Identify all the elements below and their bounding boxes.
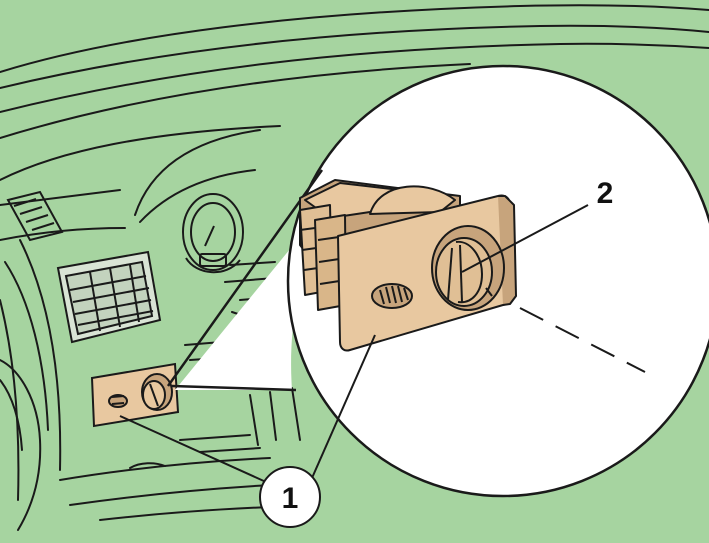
air-vent <box>56 250 162 344</box>
callout-1-label: 1 <box>282 482 299 515</box>
dashboard-light-switch-small <box>90 362 180 428</box>
callout-2: 2 <box>597 177 614 210</box>
dashboard-outline <box>0 4 709 531</box>
callout-1: 1 <box>259 466 321 528</box>
gauge-icon <box>182 193 244 274</box>
callout-2-label: 2 <box>597 177 614 210</box>
callout-leaders <box>119 204 589 483</box>
defroster-vent <box>6 190 64 242</box>
